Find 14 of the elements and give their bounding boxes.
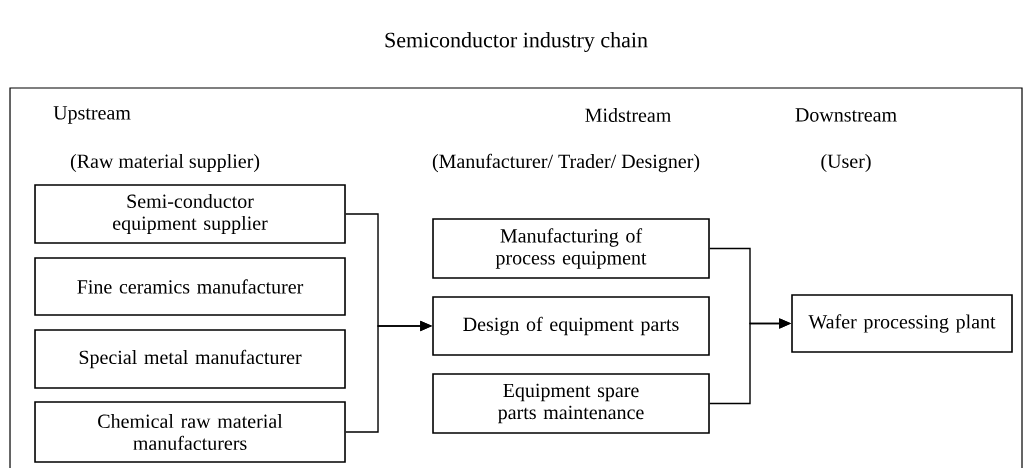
column-heading: Upstream bbox=[53, 106, 131, 124]
process-box: Chemical raw material manufacturers bbox=[34, 401, 346, 463]
column-heading: Downstream bbox=[795, 108, 897, 122]
process-box: Semi-conductor equipment supplier bbox=[34, 184, 346, 244]
process-box: Fine ceramics manufacturer bbox=[34, 257, 346, 316]
process-box: Wafer processing plant bbox=[791, 294, 1013, 353]
column-heading: (Manufacturer/ Trader/ Designer) bbox=[432, 153, 700, 173]
process-box: Special metal manufacturer bbox=[34, 329, 346, 389]
process-box: Manufacturing of process equipment bbox=[432, 218, 710, 279]
process-box: Equipment spare parts maintenance bbox=[432, 373, 710, 434]
title: Semiconductor industry chain bbox=[385, 32, 648, 52]
process-box: Design of equipment parts bbox=[432, 296, 710, 356]
column-heading: (User) bbox=[821, 153, 871, 173]
column-heading: Midstream bbox=[585, 107, 672, 122]
